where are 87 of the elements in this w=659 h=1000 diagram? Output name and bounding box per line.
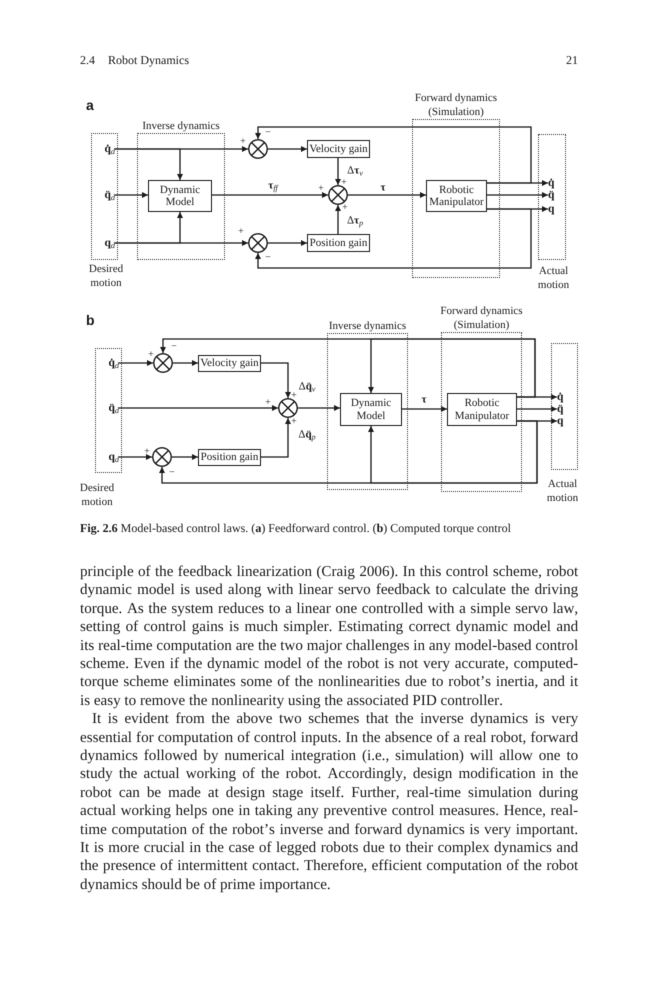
body-paragraph: It is evident from the above two schemes that the inverse dynamics is very essential for computation of control inputs. In the absence of a real robot, forward dynamics followed by numerical integration (i.e., simulation) will allow one to study the actual working of the robot. Accordingly, design modification in the robot can be made at design stage itself. Further, real-time simulation during actual working helps one in taking any preventive control measures. Hence, real-time computation of the robot’s inverse and forward dynamics is very important. It is more crucial in the case of legged robots due to their complex dynamics and the presence of intermittent contact. Therefore, efficient computation of the robot dynamics should be of prime importance. — [80, 710, 578, 894]
group-title: Desired motion — [88, 262, 124, 291]
arrow — [268, 146, 307, 152]
arrow — [517, 406, 557, 412]
signal-label: q̈ — [548, 189, 560, 201]
arrow — [119, 454, 152, 460]
arrow — [402, 406, 447, 412]
process-box: Dynamic Model — [148, 180, 212, 212]
arrow — [172, 454, 198, 460]
signal-label: q̈$_{d}$ — [104, 401, 119, 416]
process-box: Dynamic Model — [340, 393, 402, 426]
process-box: Velocity gain — [307, 140, 370, 158]
group-title: Inverse dynamics — [328, 319, 408, 333]
arrow — [261, 362, 291, 398]
group-title: Actual motion — [546, 477, 580, 506]
arrow — [348, 192, 426, 198]
edge-label: τ — [421, 394, 427, 406]
arrow — [119, 405, 278, 411]
summing-junction — [248, 139, 268, 159]
process-box: Position gain — [198, 449, 261, 466]
signal-label: q — [557, 415, 569, 427]
sign-label: + — [291, 417, 297, 427]
arrow — [298, 405, 340, 411]
group-title: Desired motion — [78, 481, 116, 510]
arrow — [268, 240, 307, 246]
sign-label: − — [169, 468, 175, 478]
sign-label: + — [148, 350, 154, 360]
arrow — [173, 360, 198, 366]
arrow — [119, 360, 153, 366]
group-title: Forward dynamics (Simulation) — [439, 304, 524, 332]
edge-label: Δq̈$_{p}$ — [298, 428, 316, 442]
sign-label: + — [342, 203, 348, 213]
panel-letter: a — [86, 97, 94, 113]
sign-label: − — [171, 342, 177, 352]
body-paragraph: principle of the feedback linearization (Craig 2006). In this control scheme, robot dynamic model is used along with linear servo feedback to calculate the driving torque. As the system reduces to a linear one controlled with a simple servo law, setting of control gains is much simpler. Estimating correct dynamic model and its real-time computation are the two major challenges in any model-based control scheme. Even if the dynamic model of the robot is not very accurate, computed-torque scheme eliminates some of the nonlinearities due to robot’s inertia, and it is easy to remove the nonlinearity using the associated PID controller. — [80, 563, 578, 710]
panel-letter: b — [86, 312, 95, 328]
sign-label: + — [341, 178, 347, 188]
arrow — [368, 420, 538, 484]
group-title: Actual motion — [536, 264, 570, 293]
summing-junction — [328, 185, 348, 205]
arrow — [212, 192, 328, 198]
sign-label: + — [144, 447, 150, 457]
signal-label: q̇ — [548, 177, 560, 189]
signal-label: q̇$_{d}$ — [104, 356, 119, 371]
summing-junction — [152, 447, 172, 467]
signal-label: q̈ — [557, 403, 569, 415]
section-number: 2.4 — [80, 53, 95, 67]
process-box: Robotic Manipulator — [426, 180, 487, 212]
arrow — [368, 338, 536, 398]
summing-junction — [153, 353, 173, 373]
group-title: Forward dynamics (Simulation) — [414, 91, 498, 119]
sign-label: − — [265, 128, 271, 138]
summing-junction — [278, 398, 298, 418]
group-title: Inverse dynamics — [141, 119, 221, 133]
page-number: 21 — [566, 53, 578, 67]
process-box: Robotic Manipulator — [447, 393, 517, 426]
signal-label: q̇ — [557, 391, 569, 403]
arrow — [335, 158, 341, 185]
process-box: Position gain — [307, 234, 370, 252]
edge-label: τ$_{ff}$ — [268, 180, 278, 192]
signal-label: q$_{d}$ — [104, 450, 119, 465]
summing-junction — [248, 233, 268, 253]
arrow — [255, 126, 532, 184]
process-box: Velocity gain — [198, 355, 261, 372]
arrow — [335, 205, 341, 234]
sign-label: − — [265, 253, 271, 263]
sign-label: + — [238, 227, 244, 237]
arrow — [115, 192, 148, 198]
signal-label: q — [548, 203, 560, 215]
arrow — [115, 212, 183, 244]
sign-label: + — [291, 391, 297, 401]
signal-label: q$_{d}$ — [100, 236, 115, 251]
arrow — [261, 418, 291, 458]
edge-label: Δq̈$_{v}$ — [298, 380, 316, 394]
running-head: Robot Dynamics — [108, 53, 189, 67]
sign-label: + — [265, 398, 271, 408]
signal-label: q̇$_{d}$ — [100, 142, 115, 157]
figure-caption: Fig. 2.6 Model-based control laws. (a) Feedforward control. (b) Computed torque control — [80, 521, 511, 535]
arrow — [255, 208, 532, 269]
arrow — [115, 148, 183, 180]
sign-label: + — [318, 184, 324, 194]
edge-label: Δτ$_{p}$ — [346, 214, 364, 228]
edge-label: τ — [380, 182, 386, 194]
edge-label: Δτ$_{v}$ — [347, 164, 363, 178]
arrow — [487, 192, 548, 198]
sign-label: + — [240, 137, 246, 147]
signal-label: q̈$_{d}$ — [100, 188, 115, 203]
